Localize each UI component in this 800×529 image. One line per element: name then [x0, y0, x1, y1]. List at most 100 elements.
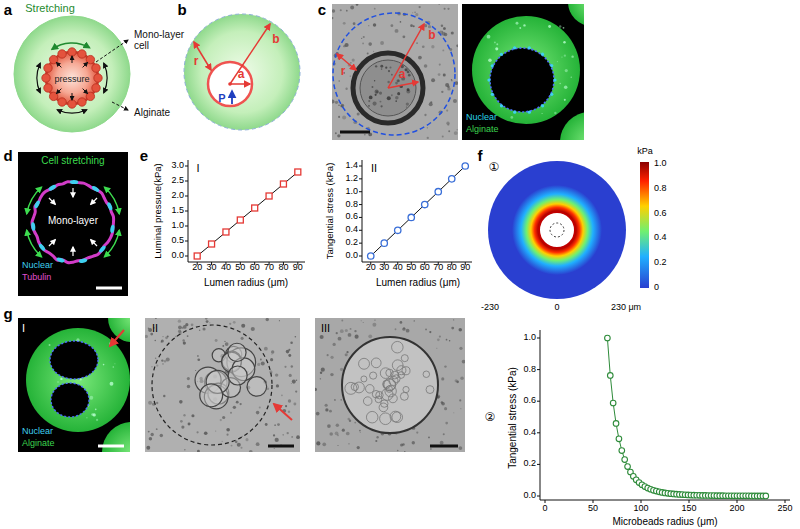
speckle — [348, 418, 350, 420]
speckle — [288, 349, 290, 351]
speckle — [265, 423, 268, 426]
speckle — [444, 365, 446, 367]
speckle — [241, 337, 244, 340]
tick-label: 1.0 — [171, 221, 184, 231]
cell-bump — [44, 64, 52, 72]
speckle — [295, 390, 297, 392]
speckle — [404, 451, 405, 452]
tick-label: 90 — [293, 263, 303, 273]
speckle — [57, 381, 59, 383]
speckle — [196, 431, 198, 433]
speckle — [191, 414, 194, 417]
cell-texture — [359, 358, 370, 369]
annotation: pressure — [54, 75, 89, 85]
speckle — [330, 356, 333, 359]
tick-label: 0.2 — [345, 238, 358, 248]
speckle — [338, 80, 340, 82]
stress-ring — [512, 185, 602, 275]
scale-bar — [430, 445, 458, 448]
speckle — [346, 432, 350, 436]
speckle — [374, 320, 375, 321]
nucleus — [106, 202, 113, 211]
lumen — [490, 48, 554, 112]
speckle — [178, 319, 181, 322]
tick-mark — [185, 256, 188, 257]
speckle — [363, 322, 364, 323]
speckle — [406, 102, 409, 105]
stretch-arrow — [52, 43, 90, 49]
speckle — [406, 106, 407, 107]
tick-mark — [537, 338, 540, 339]
axis-title: Lumen radius (μm) — [204, 277, 288, 288]
speckle — [191, 324, 194, 327]
speckle — [410, 24, 413, 27]
speckle — [327, 424, 331, 428]
cell-bubble — [228, 343, 246, 361]
tick-mark — [537, 432, 540, 433]
speckle — [373, 51, 374, 52]
cell-texture — [363, 397, 372, 406]
speckle — [241, 324, 245, 328]
stress-heatmap — [488, 161, 649, 299]
speckle — [439, 64, 441, 66]
speckle — [375, 94, 377, 96]
cell-sphere — [342, 337, 438, 433]
speckle — [372, 323, 376, 327]
dimension-label: a — [399, 68, 406, 81]
speckle — [350, 328, 352, 330]
pressure-arrow — [72, 188, 73, 197]
speckle — [293, 403, 296, 406]
speckle — [79, 378, 81, 380]
tick-mark — [185, 181, 188, 182]
pressure-arrow — [49, 198, 55, 204]
speckle — [271, 350, 274, 353]
pressure-arrow — [56, 62, 61, 67]
dimension-label: b — [272, 33, 279, 46]
speckle — [205, 318, 208, 320]
speckle — [230, 412, 232, 414]
speckle — [291, 436, 293, 438]
speckle — [222, 416, 225, 419]
speckle — [380, 41, 384, 45]
speckle — [275, 373, 278, 376]
speckle — [369, 96, 373, 100]
speckle — [178, 330, 181, 333]
axis-title: Luminal pressure(kPa) — [153, 163, 163, 259]
cell-texture — [391, 371, 399, 379]
speckle — [284, 366, 286, 368]
cell-texture — [370, 372, 377, 379]
cell-texture — [423, 371, 430, 378]
leader-line — [112, 102, 128, 110]
speckle — [429, 331, 431, 333]
tick-mark — [185, 241, 188, 242]
speckle — [345, 329, 348, 332]
data-marker — [763, 493, 769, 499]
tick-label: 0 — [554, 303, 559, 313]
cell-texture — [389, 394, 398, 403]
speckle — [197, 355, 199, 357]
speckle — [422, 45, 425, 48]
cell-texture — [401, 355, 408, 362]
speckle — [93, 413, 96, 416]
stain-label: Nuclear — [466, 113, 497, 123]
speckle — [438, 73, 441, 76]
tick-mark — [537, 401, 540, 402]
cell-texture — [366, 411, 378, 423]
speckle — [203, 327, 206, 330]
chart-luminal-pressure — [185, 160, 305, 265]
data-marker — [449, 176, 455, 182]
dimension-line — [230, 83, 250, 85]
speckle — [345, 353, 348, 356]
speckle — [436, 348, 437, 349]
speckle — [400, 21, 402, 23]
speckle — [361, 320, 362, 321]
stain-label: Tubulin — [22, 273, 51, 283]
speckle — [380, 105, 382, 107]
speckle — [96, 419, 98, 421]
nucleus — [491, 93, 494, 96]
tick-label: 0.0 — [171, 251, 184, 261]
stretch-arrow — [57, 110, 87, 113]
speckle — [199, 330, 200, 331]
tick-label: 1.0 — [523, 333, 536, 343]
